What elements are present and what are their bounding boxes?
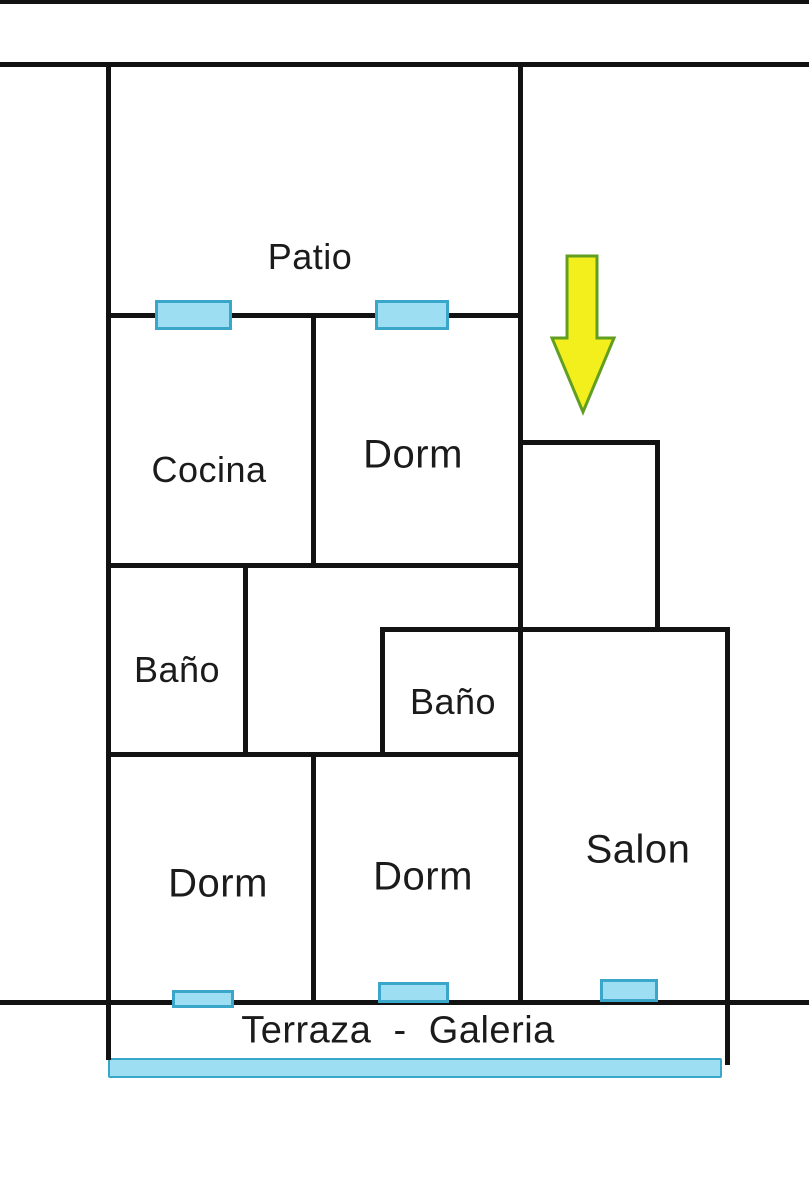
terrace-balcony-bar	[108, 1058, 722, 1078]
wall-entry-right	[655, 440, 660, 632]
room-label-bano-right: Baño	[409, 681, 497, 722]
wall-left-main	[106, 62, 111, 1060]
room-label-dorm-top: Dorm	[363, 432, 463, 477]
wall-cocina-dorm-divider	[311, 313, 316, 568]
wall-center-main	[518, 62, 523, 1005]
wall-top-edge	[0, 0, 809, 4]
down-arrow-icon	[549, 254, 617, 416]
window-salon-icon	[600, 979, 658, 1002]
wall-salon-top	[380, 627, 730, 632]
wall-cocina-bottom	[106, 563, 523, 568]
window-dorm-bottom-left-icon	[172, 990, 234, 1008]
window-dorm-bottom-middle-icon	[378, 982, 449, 1003]
room-label-salon: Salon	[585, 827, 691, 872]
wall-salon-right	[725, 627, 730, 1065]
wall-bano-right-left-side	[380, 627, 385, 757]
room-label-bano-left: Baño	[133, 649, 221, 690]
room-label-dorm-bottom-left: Dorm	[168, 861, 268, 906]
wall-top-outer	[0, 62, 809, 67]
window-cocina-icon	[155, 300, 232, 330]
wall-entry-top	[518, 440, 660, 445]
wall-dorm-dorm-divider	[311, 752, 316, 1005]
room-label-patio: Patio	[267, 236, 353, 277]
room-label-terraza-galeria: Terraza - Galeria	[241, 1009, 555, 1052]
room-label-cocina: Cocina	[151, 449, 267, 490]
window-dorm-top-icon	[375, 300, 449, 330]
room-label-dorm-bottom-middle: Dorm	[373, 854, 473, 899]
wall-bano-left-right-side	[243, 563, 248, 757]
